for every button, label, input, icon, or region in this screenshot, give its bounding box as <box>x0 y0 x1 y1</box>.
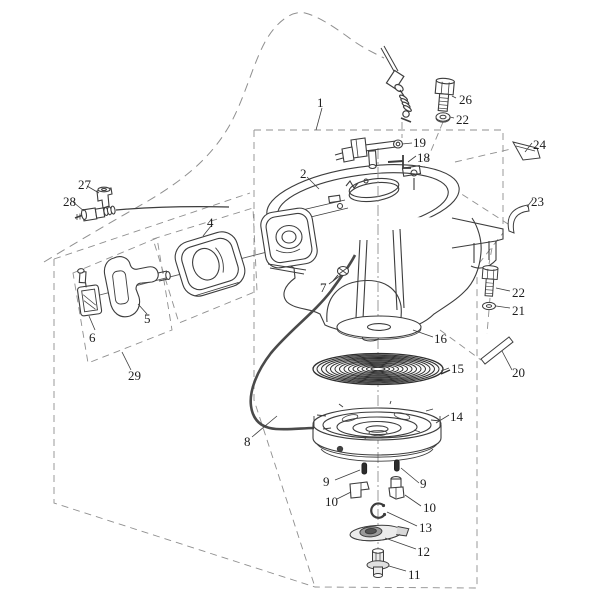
part-23-curved-strip <box>507 204 530 234</box>
part-21-washer <box>482 301 496 311</box>
part-label-22-right: 22 <box>512 285 525 300</box>
part-label-24: 24 <box>533 137 546 152</box>
part-16-washer-disc <box>336 315 422 340</box>
part-label-11: 11 <box>408 567 421 582</box>
part-label-5: 5 <box>144 311 151 326</box>
part-15-recoil-spring <box>312 352 451 386</box>
part-2-starter-housing <box>260 164 504 342</box>
part-27-bracket <box>96 186 113 209</box>
part-label-27: 27 <box>78 177 91 192</box>
part-label-23: 23 <box>531 194 544 209</box>
cable-end-fitting <box>380 45 412 123</box>
part-label-8: 8 <box>244 434 251 449</box>
cable-route-line <box>43 12 385 263</box>
part-label-26: 26 <box>459 92 472 107</box>
part-22-nut-top <box>435 112 451 123</box>
part-11-bolt <box>366 548 390 578</box>
part-label-2: 2 <box>300 166 307 181</box>
part-20-plate <box>480 336 514 365</box>
part-19-lever <box>334 137 404 170</box>
part-8-starter-rope <box>249 254 357 431</box>
part-28-cable-end <box>74 205 230 222</box>
part-label-9-left: 9 <box>323 474 330 489</box>
part-14-pulley <box>312 400 442 462</box>
part-label-10-right: 10 <box>423 500 436 515</box>
part-label-13: 13 <box>419 520 432 535</box>
part-label-6: 6 <box>89 330 96 345</box>
part-label-7: 7 <box>320 280 327 295</box>
part-label-14: 14 <box>450 409 463 424</box>
part-24-strip <box>512 141 541 161</box>
part-6-rope-anchor <box>76 268 103 317</box>
part-10-pawls <box>349 476 405 500</box>
leader-lines <box>72 95 534 572</box>
part-label-4: 4 <box>207 215 214 230</box>
part-label-16: 16 <box>434 331 447 346</box>
part-label-21: 21 <box>512 303 525 318</box>
part-label-18: 18 <box>417 150 430 165</box>
part-12-cam-plate <box>349 524 410 542</box>
part-9-pins <box>361 459 400 475</box>
part-4-grommet <box>174 231 246 297</box>
part-label-20: 20 <box>512 365 525 380</box>
part-label-1: 1 <box>317 95 324 110</box>
part-5-handle <box>103 256 171 318</box>
part-label-10-left: 10 <box>325 494 338 509</box>
part-label-22-top: 22 <box>456 112 469 127</box>
part-18-pin <box>387 155 411 169</box>
part-13-circlip <box>370 502 387 519</box>
part-26-bolt <box>434 77 455 112</box>
part-label-12: 12 <box>417 544 430 559</box>
part-label-19: 19 <box>413 135 426 150</box>
part-label-15: 15 <box>451 361 464 376</box>
part-22-bolt-right <box>481 265 499 297</box>
part-label-28: 28 <box>63 194 76 209</box>
part-label-9-right: 9 <box>420 476 427 491</box>
part-label-29: 29 <box>128 368 141 383</box>
